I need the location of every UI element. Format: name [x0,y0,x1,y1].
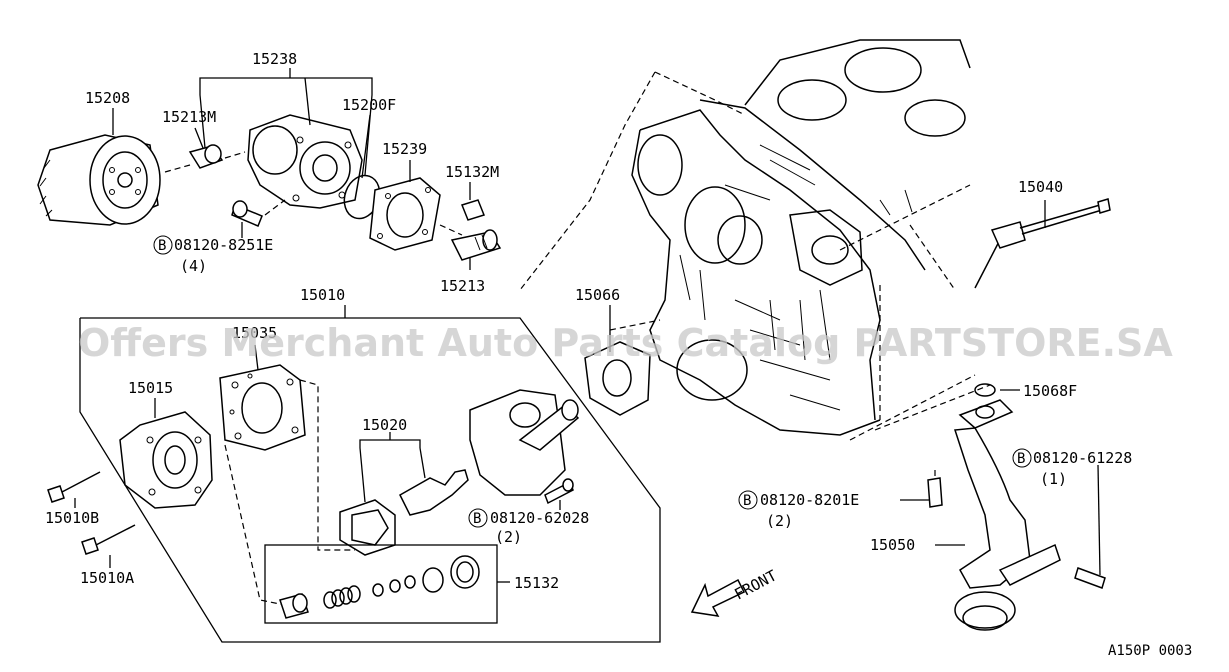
label-15010A: 15010A [80,569,134,587]
label-15239: 15239 [382,140,427,158]
bolt-symbol-text: B [1017,451,1025,467]
engine-block-drawing [519,39,991,441]
bolt-symbol: B [1012,448,1032,468]
oil-pump-assembly-frame [79,317,661,643]
label-15010B: 15010B [45,509,99,527]
label-08120-62028: 08120-62028 [490,509,589,527]
front-label: FRONT [731,566,779,603]
label-15238: 15238 [252,50,297,68]
label-qty-2b: (2) [495,528,522,546]
label-15020: 15020 [362,416,407,434]
diagram-reference-code: A150P 0003 [1108,643,1192,659]
oil-strainer-drawing [927,383,1106,631]
label-08120-8251E: 08120-8251E [174,236,273,254]
label-qty-1: (1) [1040,470,1067,488]
front-direction-arrow [690,578,746,617]
label-08120-61228: 08120-61228 [1033,449,1132,467]
label-15213M: 15213M [162,108,216,126]
label-15068F: 15068F [1023,382,1077,400]
label-15015: 15015 [128,379,173,397]
label-15200F: 15200F [342,96,396,114]
bolt-symbol: B [153,235,173,255]
watermark-text: Offers Merchant Auto Parts Catalog PARTS… [78,321,1173,365]
bolt-symbol-text: B [158,238,166,254]
bolt-symbol: B [468,508,488,528]
label-15066: 15066 [575,286,620,304]
label-15010: 15010 [300,286,345,304]
bolt-symbol: B [738,490,758,510]
pump-gasket-drawing [584,341,651,416]
bolt-symbol-text: B [743,493,751,509]
label-qty-2a: (2) [766,512,793,530]
label-qty-4: (4) [180,257,207,275]
leader-lines [74,68,1101,583]
label-15035: 15035 [232,324,277,342]
bolt-symbol-text: B [473,511,481,527]
filter-bracket-drawing [188,114,502,261]
oil-pump-components-drawing [47,364,580,624]
label-08120-8201E: 08120-8201E [760,491,859,509]
label-15132M: 15132M [445,163,499,181]
dipstick-drawing [974,198,1111,289]
label-15132: 15132 [514,574,559,592]
oil-filter-drawing [37,134,191,226]
label-15213: 15213 [440,277,485,295]
part-number-labels: 15238 15208 15213M 15200F 15239 15132M B… [45,50,1192,659]
label-15050: 15050 [870,536,915,554]
label-15208: 15208 [85,89,130,107]
label-15040: 15040 [1018,178,1063,196]
